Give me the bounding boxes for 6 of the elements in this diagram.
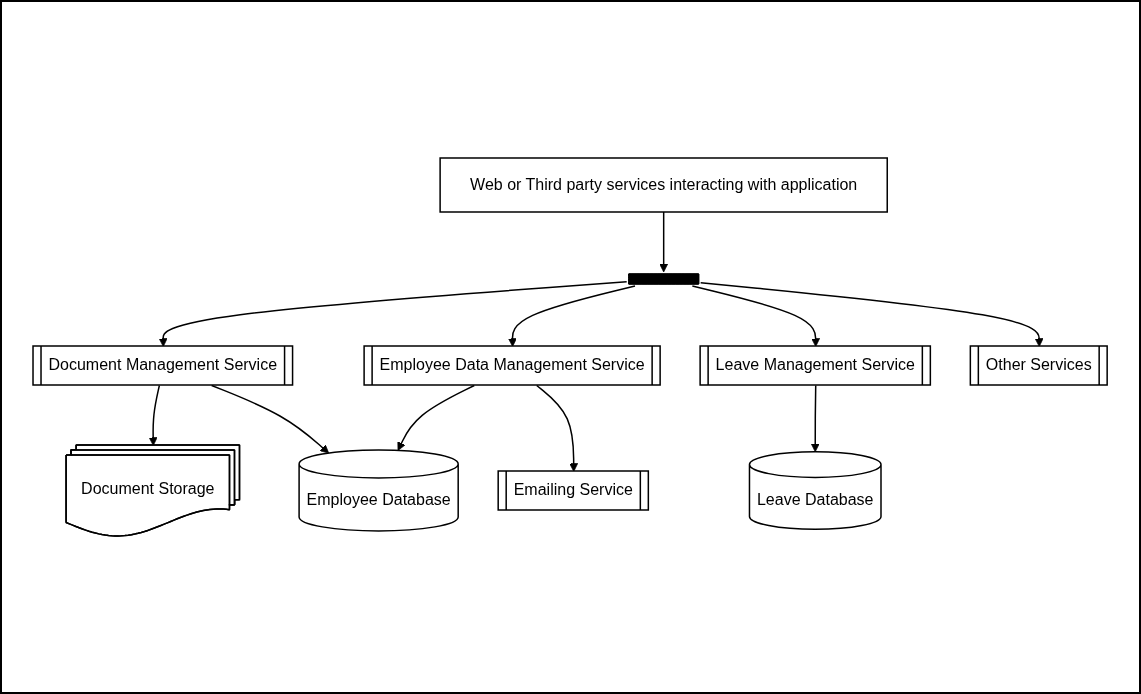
- arrow: [159, 281, 628, 347]
- arrow: [692, 285, 821, 347]
- arrow: [508, 285, 637, 347]
- arrow: [659, 211, 669, 273]
- node-box: Web or Third party services interacting with application: [439, 157, 889, 213]
- arrow: [700, 281, 1044, 347]
